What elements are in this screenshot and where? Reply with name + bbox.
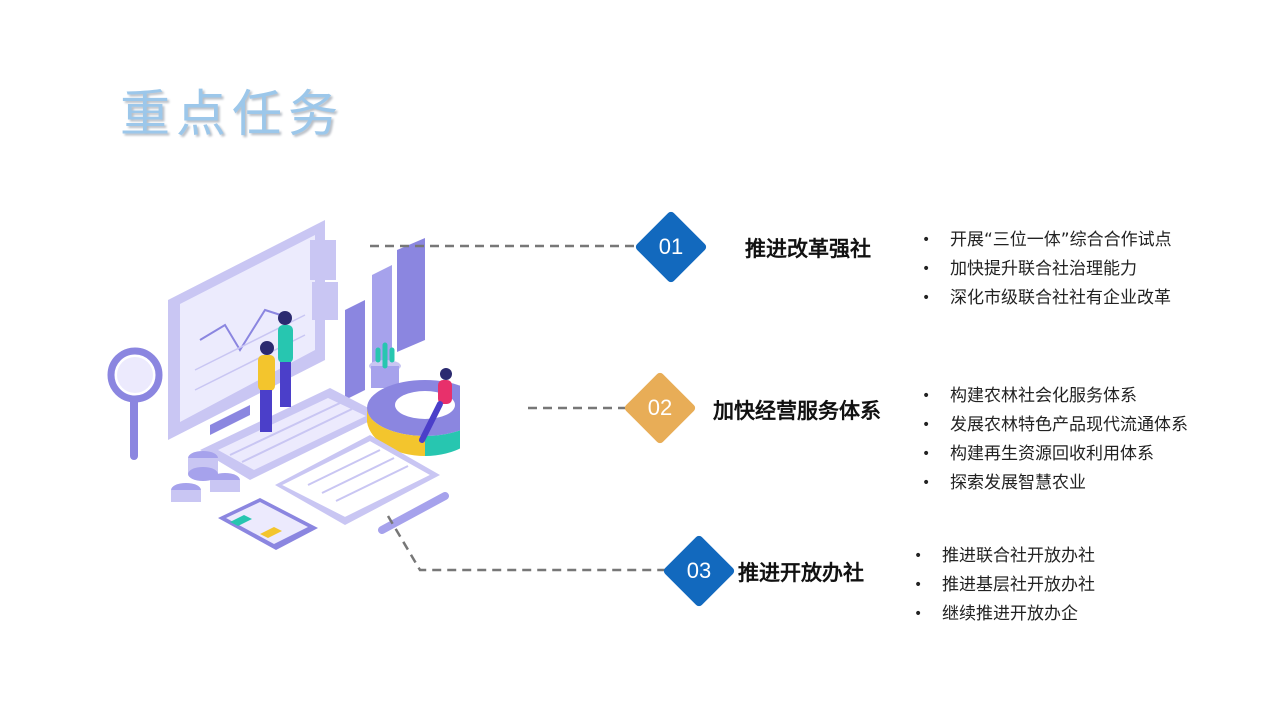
- badge-number-02: 02: [647, 395, 673, 420]
- plant-icon: [369, 342, 401, 388]
- badge-number-03: 03: [686, 558, 712, 583]
- person-icon: [278, 311, 293, 407]
- task-03-list: 推进联合社开放办社 推进基层社开放办社 继续推进开放办企: [914, 542, 1095, 629]
- task-title-02: 加快经营服务体系: [713, 399, 881, 423]
- list-item: 深化市级联合社社有企业改革: [922, 284, 1172, 313]
- person-icon: [419, 368, 452, 443]
- task-title-03: 推进开放办社: [738, 561, 864, 585]
- list-item: 探索发展智慧农业: [922, 469, 1188, 498]
- list-item: 开展“三位一体”综合合作试点: [922, 226, 1172, 255]
- task-02-list: 构建农林社会化服务体系 发展农林特色产品现代流通体系 构建再生资源回收利用体系 …: [922, 382, 1188, 498]
- keyboard-icon: [200, 388, 382, 480]
- list-item: 发展农林特色产品现代流通体系: [922, 411, 1188, 440]
- coins-icon: [171, 451, 240, 502]
- list-item: 继续推进开放办企: [914, 600, 1095, 629]
- list-item: 推进联合社开放办社: [914, 542, 1095, 571]
- task-01-list: 开展“三位一体”综合合作试点 加快提升联合社治理能力 深化市级联合社社有企业改革: [922, 226, 1172, 313]
- badge-number-01: 01: [658, 234, 684, 259]
- list-item: 推进基层社开放办社: [914, 571, 1095, 600]
- list-item: 构建再生资源回收利用体系: [922, 440, 1188, 469]
- person-icon: [258, 341, 275, 432]
- slide-title: 重点任务: [120, 85, 344, 143]
- list-item: 构建农林社会化服务体系: [922, 382, 1188, 411]
- task-title-01: 推进改革强社: [745, 237, 871, 261]
- data-analysis-illustration: [107, 220, 460, 550]
- magnifier-icon: [107, 347, 163, 460]
- calculator-icon: [218, 498, 318, 550]
- list-item: 加快提升联合社治理能力: [922, 255, 1172, 284]
